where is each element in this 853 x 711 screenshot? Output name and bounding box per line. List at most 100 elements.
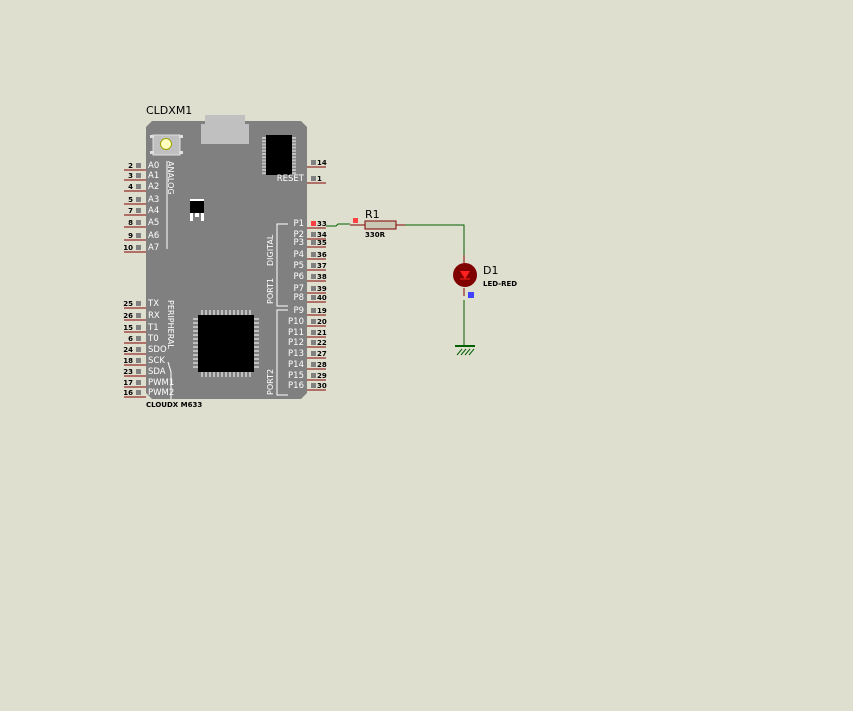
pin-p13[interactable]: 27 P13 [288, 349, 327, 359]
pin-number: 3 [128, 172, 133, 180]
pin-label: PWM1 [148, 378, 174, 388]
pin-label: P3 [293, 238, 304, 248]
d1-value-label: LED-RED [483, 280, 517, 288]
pin-p8[interactable]: 40 P8 [293, 293, 326, 303]
wire-r1-to-led [405, 224, 465, 255]
pin-label: P6 [293, 272, 304, 282]
peripheral-group-label: PERIPHERAL [166, 300, 175, 349]
pin-label: PWM2 [148, 388, 174, 398]
pin-number: 40 [317, 294, 327, 302]
pin-label: A0 [148, 161, 159, 171]
pin-label: P7 [293, 284, 304, 294]
led-d1[interactable]: D1 LED-RED [453, 255, 517, 298]
pin-marker-red [353, 218, 358, 223]
mcu-chip-icon [198, 315, 254, 372]
pin-number: 8 [128, 219, 133, 227]
pin-p2[interactable]: 34 P2 [293, 230, 326, 240]
d1-ref-label: D1 [483, 264, 498, 277]
pin-p14[interactable]: 28 P14 [288, 360, 327, 370]
pin-label: P13 [288, 349, 304, 359]
pin-number: 33 [317, 220, 327, 228]
pin-label: A2 [148, 182, 159, 192]
pin-p6[interactable]: 38 P6 [293, 272, 326, 282]
cloudx-board[interactable]: CLDXM1 [123, 104, 327, 409]
pin-p12[interactable]: 22 P12 [288, 338, 327, 348]
pin-label: T1 [147, 323, 159, 333]
pin-number: 21 [317, 329, 327, 337]
pin-number: 26 [123, 312, 133, 320]
ground-symbol-icon[interactable] [455, 345, 475, 356]
pin-label: P8 [293, 293, 304, 303]
pin-p3[interactable]: 35 P3 [293, 238, 326, 248]
pin-number: 34 [317, 231, 327, 239]
pin-number: 29 [317, 372, 327, 380]
pin-label: SCK [148, 356, 165, 366]
pin-number: 1 [317, 175, 322, 183]
port2-group-label: PORT2 [266, 369, 275, 395]
pin-n14[interactable]: 14 [307, 159, 327, 168]
pin-label: P9 [293, 306, 304, 316]
pin-label: P4 [293, 250, 304, 260]
board-part-label: CLOUDX M633 [146, 401, 202, 409]
pin-label: P2 [293, 230, 304, 240]
pin-label: P1 [293, 219, 304, 229]
pin-label: P14 [288, 360, 304, 370]
board-body [146, 121, 307, 399]
pin-label: P15 [288, 371, 304, 381]
pin-number: 19 [317, 307, 327, 315]
pin-p9[interactable]: 19 P9 [293, 306, 326, 316]
pin-number: 18 [123, 357, 133, 365]
pin-number: 9 [128, 232, 133, 240]
pin-number: 27 [317, 350, 327, 358]
digital-group-label: DIGITAL [266, 234, 275, 266]
analog-group-label: ANALOG [166, 161, 175, 195]
pin-number: 7 [128, 207, 133, 215]
pin-label: P16 [288, 381, 304, 391]
pin-pwm1[interactable]: 17 PWM1 [123, 378, 174, 388]
pin-number: 17 [123, 379, 133, 387]
pin-p4[interactable]: 36 P4 [293, 250, 326, 260]
pin-a1[interactable]: 3 A1 [124, 171, 159, 181]
pin-number: 28 [317, 361, 327, 369]
pin-number: 35 [317, 239, 327, 247]
pin-label: P5 [293, 261, 304, 271]
pin-number: 36 [317, 251, 327, 259]
pin-label: A3 [148, 195, 159, 205]
pin-label: A6 [148, 231, 159, 241]
pin-number: 22 [317, 339, 327, 347]
pin-label: A1 [148, 171, 159, 181]
pin-label: P12 [288, 338, 304, 348]
wire-net[interactable] [326, 223, 465, 345]
regulator-icon [190, 199, 204, 221]
pin-label: A7 [148, 243, 159, 253]
pin-number: 38 [317, 273, 327, 281]
pin-p15[interactable]: 29 P15 [288, 371, 327, 381]
pin-p1[interactable]: 33 P1 [293, 219, 326, 229]
pin-sck[interactable]: 18 SCK [123, 356, 165, 366]
board-ref-label: CLDXM1 [146, 104, 192, 117]
pin-marker-blue [468, 292, 474, 298]
pin-a6[interactable]: 9 A6 [124, 231, 159, 241]
resistor-r1[interactable]: R1 330R [350, 208, 405, 239]
reset-button-icon [150, 134, 183, 156]
